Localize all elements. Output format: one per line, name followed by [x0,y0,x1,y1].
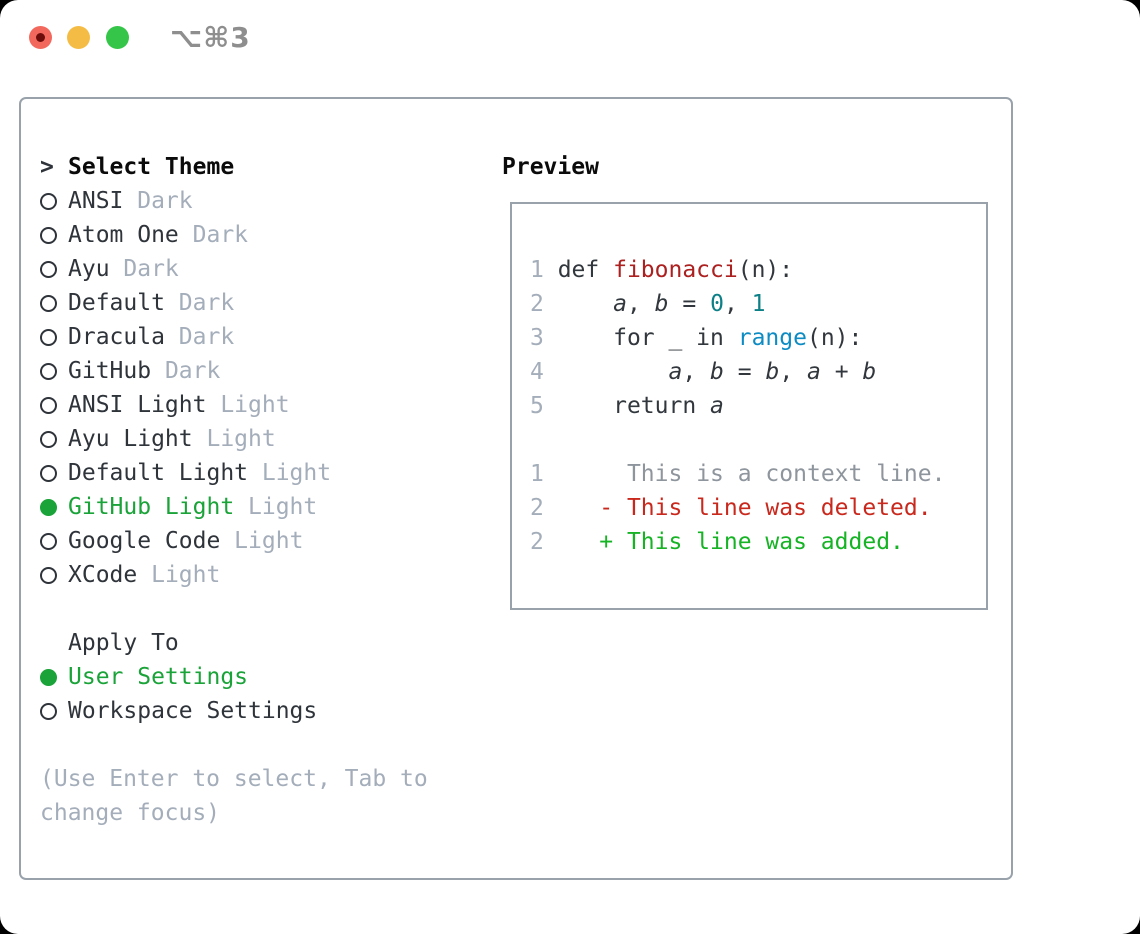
apply-to-title: Apply To [68,630,179,656]
code-line: 2 a, b = 0, 1 [530,291,766,317]
radio-icon [40,260,57,278]
radio-selected-icon [40,668,57,686]
variant-label: Light [220,528,304,554]
window-titlebar: ⌥⌘3 [0,0,1140,75]
radio-icon [40,294,57,312]
theme-option-label: Ayu [68,256,110,282]
apply-to-header: Apply To [40,626,428,660]
theme-option-label: GitHub Light [68,494,235,520]
radio-icon [40,226,57,244]
variant-label: Light [248,460,332,486]
minimize-button[interactable] [67,26,90,49]
theme-option-label: Ayu Light [68,426,193,452]
radio-icon [40,464,57,482]
theme-option-label: ANSI Light [68,392,207,418]
code-line: 2 + This line was added. [530,529,904,555]
preview-code-box: 1 def fibonacci(n): 2 a, b = 0, 1 3 for _ … [510,202,988,610]
code-line: 1 This is a context line. [530,461,946,487]
apply-option-label: User Settings [68,664,249,690]
variant-label: Light [137,562,221,588]
code-line: 2 - This line was deleted. [530,495,932,521]
theme-option-label: ANSI [68,188,124,214]
spacer [40,592,428,626]
radio-icon [40,396,57,414]
theme-picker-title: Select Theme [68,154,235,180]
radio-icon [40,328,57,346]
variant-label: Dark [123,188,193,214]
theme-option-label: Default Light [68,460,249,486]
theme-option-label: GitHub [68,358,152,384]
variant-label: Dark [178,222,249,248]
apply-option-label: Workspace Settings [68,698,318,724]
variant-label: Dark [151,358,221,384]
theme-option-label: Google Code [68,528,221,554]
theme-picker-header: > Select Theme [40,150,428,184]
radio-icon [40,362,57,380]
variant-label: Light [192,426,276,452]
theme-option-default-light[interactable]: Default Light Light [40,456,428,490]
theme-option-google-code[interactable]: Google Code Light [40,524,428,558]
variant-label: Dark [164,324,235,350]
radio-icon [40,566,57,584]
spacer [40,728,428,762]
code-line [530,423,986,457]
variant-label: Light [206,392,290,418]
code-line: 5 return a [530,393,724,419]
theme-option-label: XCode [68,562,138,588]
theme-option-github-light[interactable]: GitHub Light Light [40,490,428,524]
theme-option-xcode[interactable]: XCode Light [40,558,428,592]
radio-selected-icon [40,498,57,516]
zoom-button[interactable] [106,26,129,49]
theme-option-ansi-light[interactable]: ANSI Light Light [40,388,428,422]
variant-label: Light [234,494,318,520]
code-line: 4 a, b = b, a + b [530,359,877,385]
theme-option-label: Default [68,290,165,316]
theme-option-ayu-light[interactable]: Ayu Light Light [40,422,428,456]
variant-label: Dark [164,290,235,316]
prompt-icon: > [40,154,54,180]
theme-option-default[interactable]: Default Dark [40,286,428,320]
apply-option-user-settings[interactable]: User Settings [40,660,428,694]
theme-option-dracula[interactable]: Dracula Dark [40,320,428,354]
theme-option-label: Atom One [68,222,179,248]
code-line: 3 for _ in range(n): [530,325,863,351]
code-lines: 1 def fibonacci(n): 2 a, b = 0, 1 3 for _ … [530,253,986,559]
help-text-line1: (Use Enter to select, Tab to [40,766,428,792]
radio-icon [40,430,57,448]
radio-icon [40,702,57,720]
preview-title: Preview [502,154,599,180]
theme-option-github[interactable]: GitHub Dark [40,354,428,388]
keyboard-shortcut-label: ⌥⌘3 [170,21,251,54]
apply-option-workspace-settings[interactable]: Workspace Settings [40,694,428,728]
variant-label: Dark [109,256,179,282]
code-line: 1 def fibonacci(n): [530,257,794,283]
close-button[interactable] [29,26,52,49]
theme-option-atom-one[interactable]: Atom One Dark [40,218,428,252]
help-text-line2: change focus) [40,800,221,826]
radio-icon [40,192,57,210]
theme-option-ayu[interactable]: Ayu Dark [40,252,428,286]
radio-icon [40,532,57,550]
theme-option-label: Dracula [68,324,165,350]
theme-option-ansi[interactable]: ANSI Dark [40,184,428,218]
